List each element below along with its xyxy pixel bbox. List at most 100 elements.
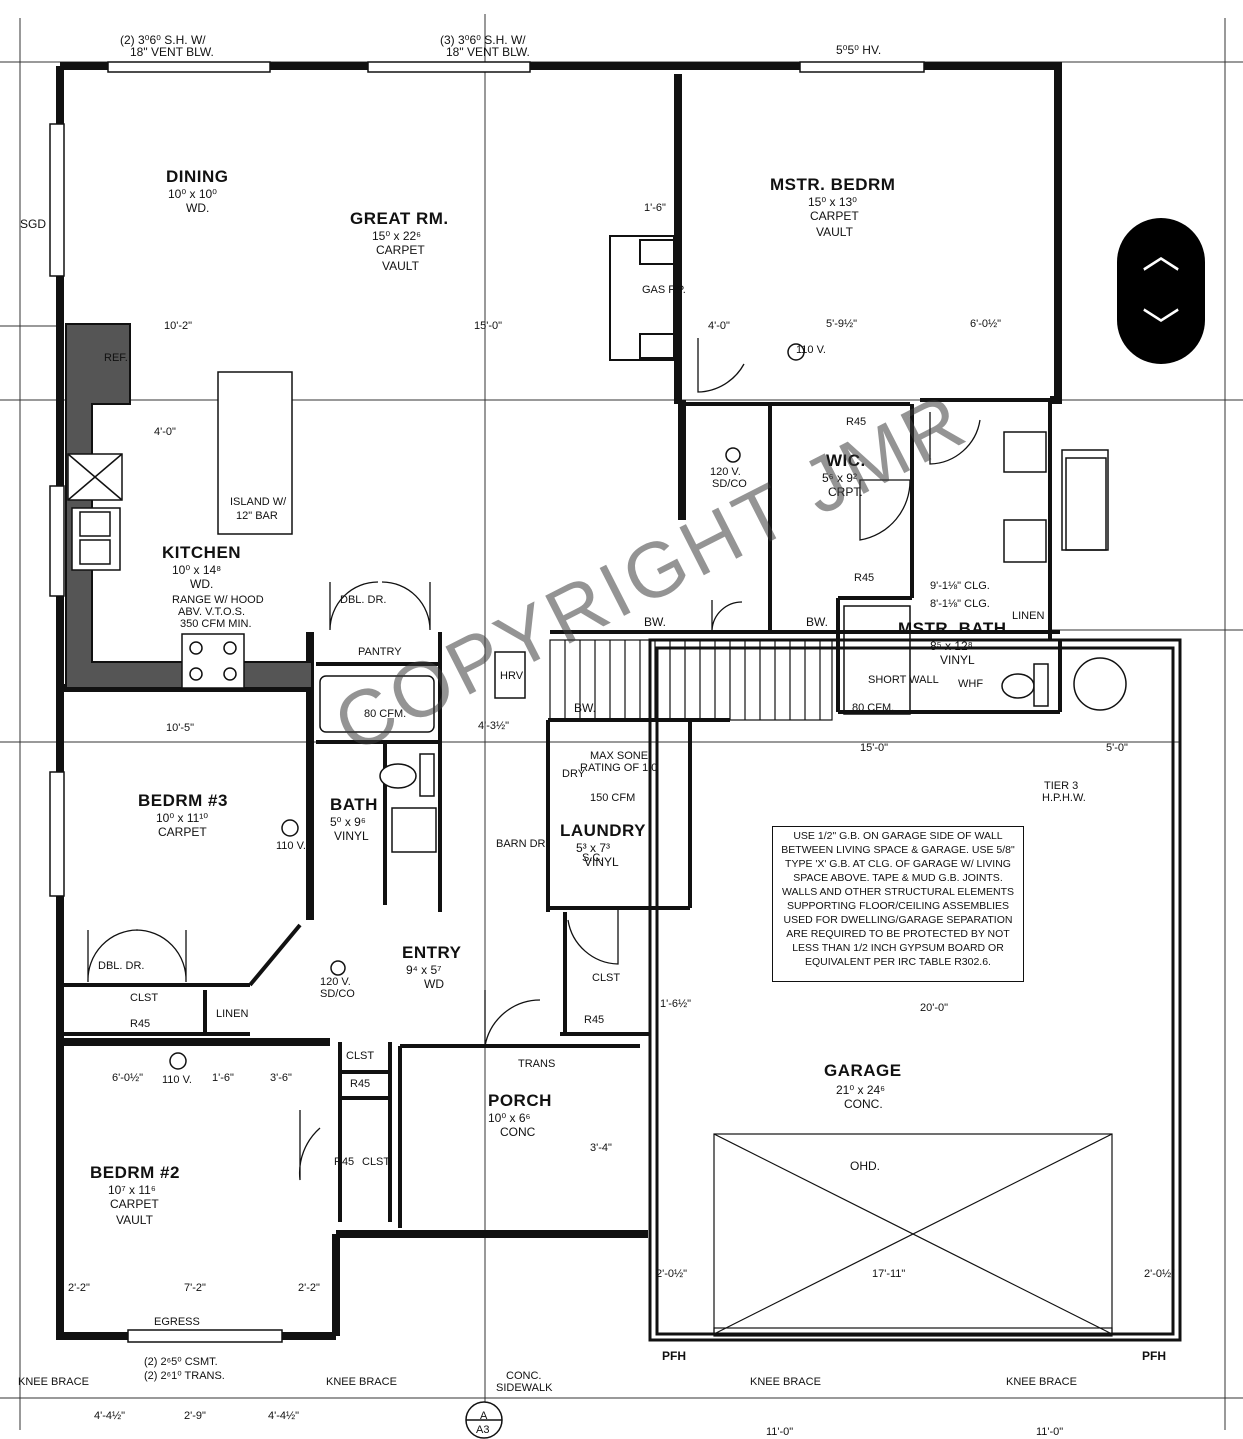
dim-2-2-left: 2'-2": [68, 1282, 90, 1294]
pantry-label: PANTRY: [358, 646, 402, 658]
dim-1-6: 1'-6": [644, 202, 666, 214]
dim-1-6-half: 1'-6½": [660, 998, 692, 1010]
bw-label-3: BW.: [574, 701, 597, 715]
stairs: [549, 639, 833, 721]
interior-walls: [60, 398, 1062, 1228]
porch-floor: CONC: [500, 1125, 536, 1139]
island-label: ISLAND W/: [230, 496, 287, 508]
bedroom2-name: BEDRM #2: [90, 1163, 180, 1182]
max-sone-label: MAX SONE: [590, 750, 649, 762]
scroll-up-button[interactable]: ︿: [1141, 235, 1180, 277]
sgd-label: SGD: [20, 217, 47, 231]
windows: [49, 61, 925, 1343]
note-line: USE 1/2" G.B. ON GARAGE SIDE OF WALL: [793, 830, 1003, 842]
knee-brace-2: KNEE BRACE: [326, 1376, 397, 1388]
garage-name: GARAGE: [824, 1061, 902, 1080]
bath-name: BATH: [330, 795, 378, 814]
window-label-top2: (3) 3⁰6⁰ S.H. W/: [440, 33, 526, 47]
great-room-size: 15⁰ x 22⁶: [372, 229, 422, 243]
porch-name: PORCH: [488, 1091, 552, 1110]
garage-floor: CONC.: [844, 1097, 883, 1111]
dim-3-6: 3'-6": [270, 1072, 292, 1084]
note-line: LESS THAN 1/2 INCH GYPSUM BOARD OR: [792, 942, 1004, 954]
dim-2-0-right: 2'-0½": [1144, 1268, 1176, 1280]
scroll-down-button[interactable]: ﹀: [1141, 307, 1180, 349]
dim-2-0-left: 2'-0½": [656, 1268, 688, 1280]
egress-label: EGRESS: [154, 1316, 200, 1328]
master-bedroom-name: MSTR. BEDRM: [770, 175, 896, 194]
garage-door: [713, 1133, 1113, 1337]
dim-15-0-garage: 15'-0": [860, 742, 889, 754]
dining-size: 10⁰ x 10⁰: [168, 187, 217, 201]
dim-11-0-right: 11'-0": [1036, 1426, 1064, 1438]
dim-15-0: 15'-0": [474, 320, 503, 332]
kitchen-fixtures: [67, 371, 293, 689]
mbath-shelf-label: R45: [854, 572, 875, 584]
note-line: SPACE ABOVE. TAPE & MUD G.B. JOINTS.: [793, 872, 1003, 884]
dim-6-0-bed2: 6'-0½": [112, 1072, 144, 1084]
ref-label: REF.: [104, 352, 128, 364]
dim-20-0: 20'-0": [920, 1002, 949, 1014]
great-room-name: GREAT RM.: [350, 209, 449, 228]
kitchen-size: 10⁰ x 14⁸: [172, 563, 222, 577]
bedroom3-floor: CARPET: [158, 825, 207, 839]
sc-label: S.C.: [582, 852, 604, 864]
gas-fp-label: GAS F.P.: [642, 284, 686, 296]
laundry-clst: CLST: [592, 972, 621, 984]
note-line: WALLS AND OTHER STRUCTURAL ELEMENTS: [781, 886, 1014, 898]
master-bedroom-floor: CARPET: [810, 209, 859, 223]
clg-label-1: 9'-1⅛" CLG.: [930, 580, 990, 592]
sd-120-hall: 120 V.: [710, 466, 741, 478]
note-line: ARE REQUIRED TO BE PROTECTED BY NOT: [786, 928, 1010, 940]
bedroom2-size: 10⁷ x 11⁶: [108, 1183, 156, 1197]
scroll-control: ︿ ﹀: [1117, 218, 1205, 364]
bed2-r45: R45: [334, 1156, 355, 1168]
kitchen-note2: ABV. V.T.O.S.: [178, 606, 246, 618]
sidewalk-label: SIDEWALK: [496, 1382, 553, 1394]
clg-label-2: 8'-1⅛" CLG.: [930, 598, 990, 610]
bedroom2-floor: CARPET: [110, 1197, 159, 1211]
bedroom2-ceiling: VAULT: [116, 1213, 153, 1227]
mbath-cfm-label: 80 CFM.: [852, 702, 895, 714]
laundry-r45: R45: [584, 1014, 605, 1026]
master-bath-size: 8⁵ x 12⁸: [930, 639, 973, 653]
note-line: TYPE 'X' G.B. AT CLG. OF GARAGE W/ LIVIN…: [785, 858, 1011, 870]
sdco-entry: SD/CO: [320, 988, 355, 1000]
dim-4-3: 4'-3½": [478, 720, 510, 732]
sd-110-master: 110 V.: [796, 344, 826, 356]
entry-size: 9⁴ x 5⁷: [406, 963, 442, 977]
bedroom3-name: BEDRM #3: [138, 791, 228, 810]
kitchen-note3: 350 CFM MIN.: [180, 618, 252, 630]
pantry-dbl-dr: DBL. DR.: [340, 594, 387, 606]
entry-name: ENTRY: [402, 943, 462, 962]
kitchen-name: KITCHEN: [162, 543, 242, 562]
great-room-floor: CARPET: [376, 243, 425, 257]
knee-brace-3: KNEE BRACE: [750, 1376, 821, 1388]
note-line: USED FOR DWELLING/GARAGE SEPARATION: [783, 914, 1013, 926]
dim-11-0-left: 11'-0": [766, 1426, 794, 1438]
short-wall-label: SHORT WALL: [868, 674, 939, 686]
dim-4-4-left: 4'-4½": [94, 1410, 126, 1422]
dining-floor: WD.: [186, 201, 210, 215]
dim-4-4-right: 4'-4½": [268, 1410, 300, 1422]
dim-17-11: 17'-11": [872, 1268, 906, 1280]
dim-1-6-bed2: 1'-6": [212, 1072, 234, 1084]
window-vent-top2: 18" VENT BLW.: [446, 45, 530, 59]
hrv-label: HRV: [500, 670, 524, 682]
note-line: BETWEEN LIVING SPACE & GARAGE. USE 5/8": [781, 844, 1015, 856]
laundry-size: 5³ x 7³: [576, 841, 611, 855]
barn-dr-label: BARN DR.: [496, 838, 549, 850]
kitchen-floor: WD.: [190, 577, 214, 591]
knee-brace-1: KNEE BRACE: [18, 1376, 89, 1388]
garage-separation-note: USE 1/2" G.B. ON GARAGE SIDE OF WALL BET…: [772, 826, 1024, 982]
sone-rating-label: RATING OF 1.0: [580, 762, 658, 774]
pfh-label-1: PFH: [662, 1349, 686, 1363]
bath-floor: VINYL: [334, 829, 369, 843]
window-label-top1: (2) 3⁰6⁰ S.H. W/: [120, 33, 206, 47]
pfh-label-2: PFH: [1142, 1349, 1166, 1363]
window-vent-top1: 18" VENT BLW.: [130, 45, 214, 59]
bed2-clst: CLST: [362, 1156, 391, 1168]
sdco-hall: SD/CO: [712, 478, 747, 490]
linen-label: LINEN: [1012, 610, 1045, 622]
